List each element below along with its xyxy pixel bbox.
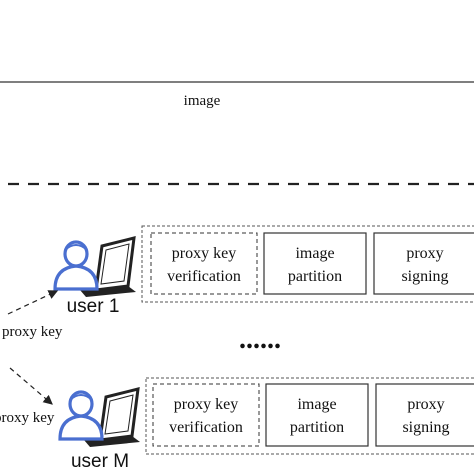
step-proxy-key-verification: proxy key verification <box>152 383 260 447</box>
svg-text:proxy key: proxy key <box>172 245 236 262</box>
svg-text:partition: partition <box>290 419 344 436</box>
svg-text:signing: signing <box>401 268 448 285</box>
svg-text:image: image <box>297 396 336 413</box>
ellipsis: ...... <box>239 324 281 355</box>
laptop-icon <box>80 236 136 297</box>
user-icon <box>58 390 104 441</box>
user-row-1: user 1 proxy key proxy key verification … <box>2 225 474 340</box>
svg-text:proxy key: proxy key <box>174 396 238 413</box>
svg-text:proxy: proxy <box>407 396 444 413</box>
proxy-key-label: proxy key <box>0 410 55 426</box>
user-label: user 1 <box>67 296 120 317</box>
svg-text:signing: signing <box>402 419 449 436</box>
step-image-partition: image partition <box>265 383 369 447</box>
user-icon <box>53 240 99 291</box>
svg-text:verification: verification <box>167 268 241 285</box>
step-proxy-signing: proxy signing <box>375 383 474 447</box>
svg-text:proxy: proxy <box>406 245 443 262</box>
user-label: user M <box>71 451 129 472</box>
svg-text:partition: partition <box>288 268 342 285</box>
svg-text:image: image <box>295 245 334 262</box>
process-group-box <box>145 377 474 455</box>
process-group-box <box>141 225 474 303</box>
step-proxy-key-verification: proxy key verification <box>150 232 258 295</box>
proxy-key-label: proxy key <box>2 324 63 340</box>
proxy-key-arrow <box>9 367 53 405</box>
user-row-m: user M proxy key proxy key verification … <box>0 367 474 472</box>
step-image-partition: image partition <box>263 232 367 295</box>
proxy-key-arrow <box>7 290 59 315</box>
laptop-icon <box>84 387 140 447</box>
step-proxy-signing: proxy signing <box>373 232 474 295</box>
image-label: image <box>184 93 221 109</box>
svg-text:verification: verification <box>169 419 243 436</box>
